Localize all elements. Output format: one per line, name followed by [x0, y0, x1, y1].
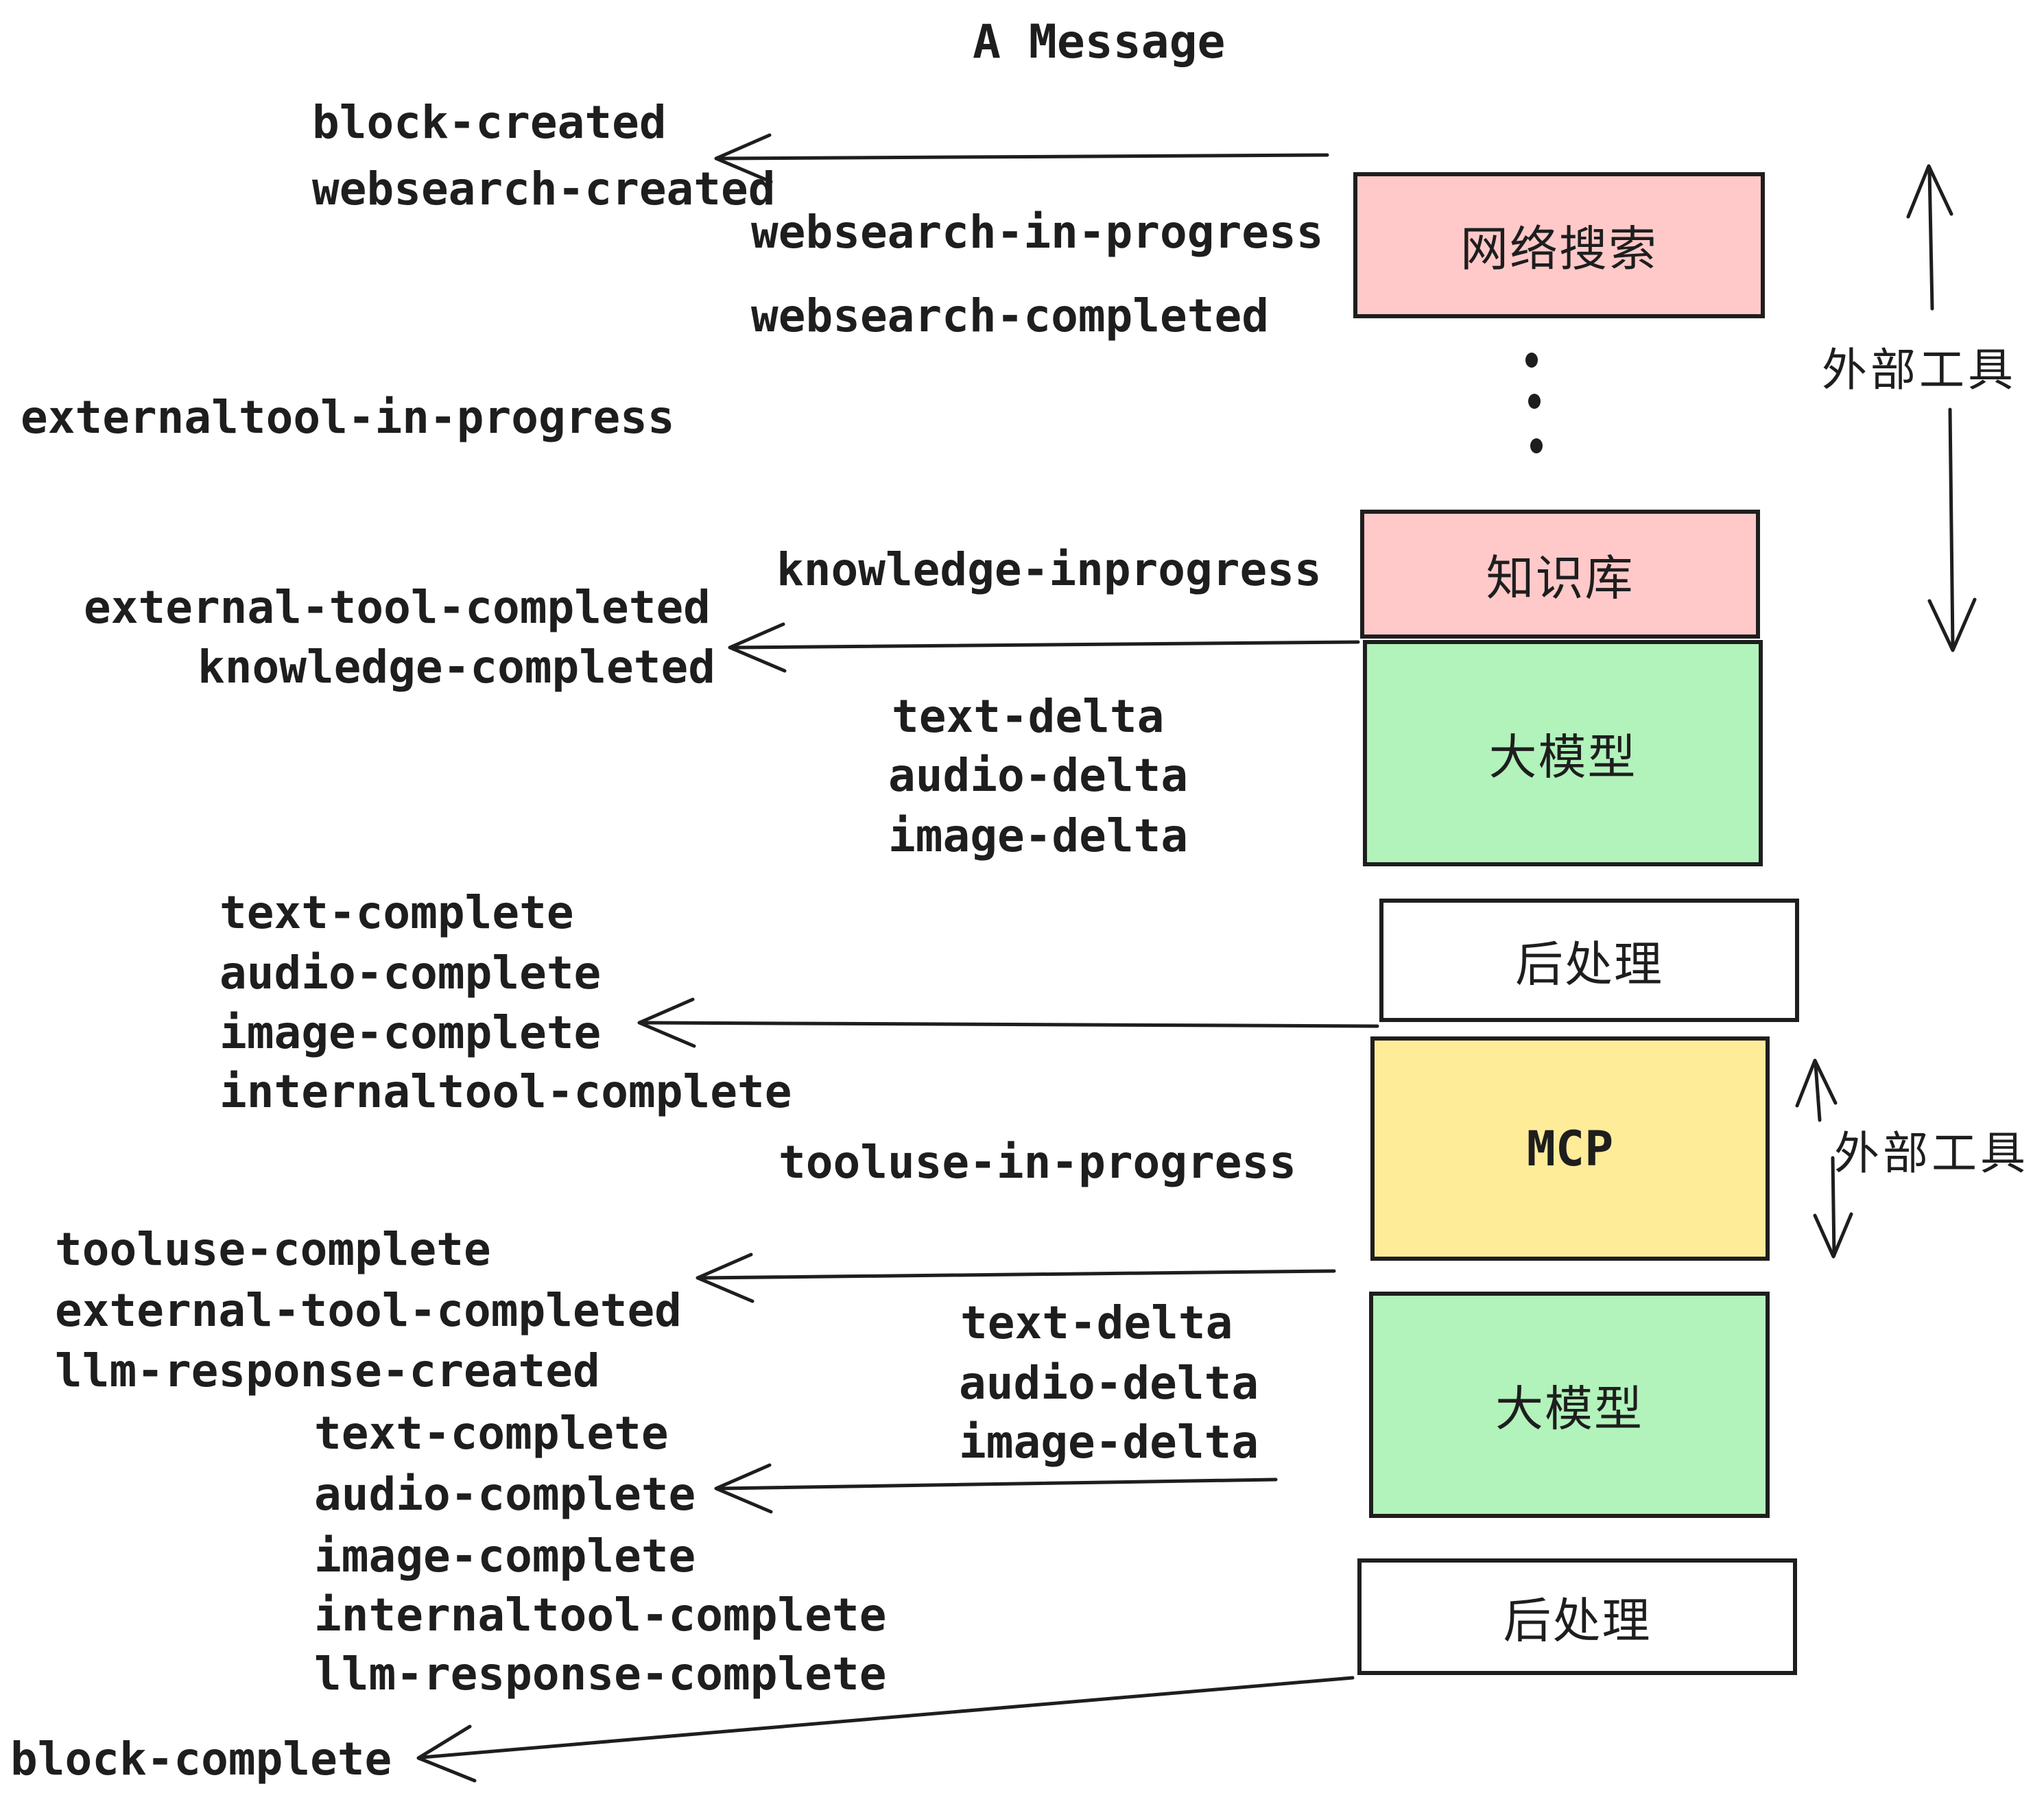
box-websearch: 网络搜索 [1353, 172, 1765, 318]
event-label-audio-delta: audio-delta [888, 749, 1189, 802]
event-label-external-tool-completed-2: external-tool-completed [55, 1284, 682, 1337]
event-label-llm-response-complete: llm-response-complete [314, 1648, 887, 1700]
box-postprocess-1: 后处理 [1379, 899, 1799, 1022]
event-label-text-delta: text-delta [892, 690, 1165, 743]
event-label-text-delta-2: text-delta [960, 1296, 1233, 1349]
event-label-websearch-in-progress: websearch-in-progress [751, 206, 1324, 259]
event-label-tooluse-complete: tooluse-complete [55, 1223, 491, 1276]
event-label-internaltool-complete-2: internaltool-complete [314, 1589, 887, 1641]
event-label-text-complete: text-complete [219, 886, 574, 939]
diagram-title: A Message [973, 15, 1226, 69]
arrow-llm-complete [714, 1463, 1278, 1514]
event-label-image-delta: image-delta [888, 809, 1189, 862]
event-label-tooluse-in-progress: tooluse-in-progress [779, 1136, 1296, 1189]
event-label-audio-delta-2: audio-delta [959, 1357, 1259, 1410]
event-label-knowledge-completed: knowledge-completed [198, 641, 715, 693]
arrow-tooluse-complete [696, 1253, 1336, 1303]
event-label-audio-complete: audio-complete [219, 947, 602, 999]
event-label-websearch-completed: websearch-completed [751, 289, 1269, 342]
box-websearch-label: 网络搜索 [1460, 221, 1658, 277]
external-tools-span-arrow-down [1927, 407, 1977, 652]
event-label-external-tool-completed: external-tool-completed [84, 581, 711, 634]
event-label-image-complete-2: image-complete [314, 1530, 696, 1582]
arrow-block-created [714, 133, 1329, 184]
event-label-externaltool-in-progress: externaltool-in-progress [21, 391, 675, 444]
external-tools-label-top: 外部工具 [1822, 344, 2017, 396]
event-label-image-delta-2: image-delta [959, 1416, 1259, 1469]
box-mcp: MCP [1370, 1036, 1770, 1261]
box-llm-1-label: 大模型 [1488, 728, 1637, 785]
vertical-ellipsis [1525, 353, 1543, 453]
external-tools-label-mcp: 外部工具 [1834, 1127, 2029, 1180]
box-postprocess-1-label: 后处理 [1515, 936, 1663, 993]
event-label-text-complete-2: text-complete [314, 1407, 669, 1460]
box-llm-1: 大模型 [1363, 640, 1763, 866]
event-label-websearch-created: websearch-created [312, 163, 776, 215]
event-label-image-complete: image-complete [219, 1006, 602, 1059]
box-knowledge: 知识库 [1360, 510, 1760, 639]
event-label-knowledge-inprogress: knowledge-inprogress [776, 543, 1322, 596]
event-label-llm-response-created: llm-response-created [55, 1344, 600, 1397]
external-tools-span-arrow-up [1906, 164, 1953, 311]
event-label-internaltool-complete: internaltool-complete [219, 1065, 792, 1118]
box-mcp-label: MCP [1526, 1120, 1614, 1177]
box-knowledge-label: 知识库 [1486, 549, 1635, 606]
box-postprocess-2-label: 后处理 [1503, 1592, 1652, 1649]
arrow-internal-complete [637, 997, 1379, 1048]
box-llm-2-label: 大模型 [1495, 1380, 1643, 1437]
event-label-audio-complete-2: audio-complete [314, 1468, 696, 1521]
event-label-block-created: block-created [312, 96, 667, 149]
event-label-block-complete: block-complete [10, 1733, 392, 1785]
mcp-external-tools-span-arrow-up [1795, 1058, 1838, 1122]
box-postprocess-2: 后处理 [1357, 1558, 1797, 1675]
box-llm-2: 大模型 [1369, 1292, 1770, 1518]
arrow-knowledge-completed [728, 622, 1360, 673]
